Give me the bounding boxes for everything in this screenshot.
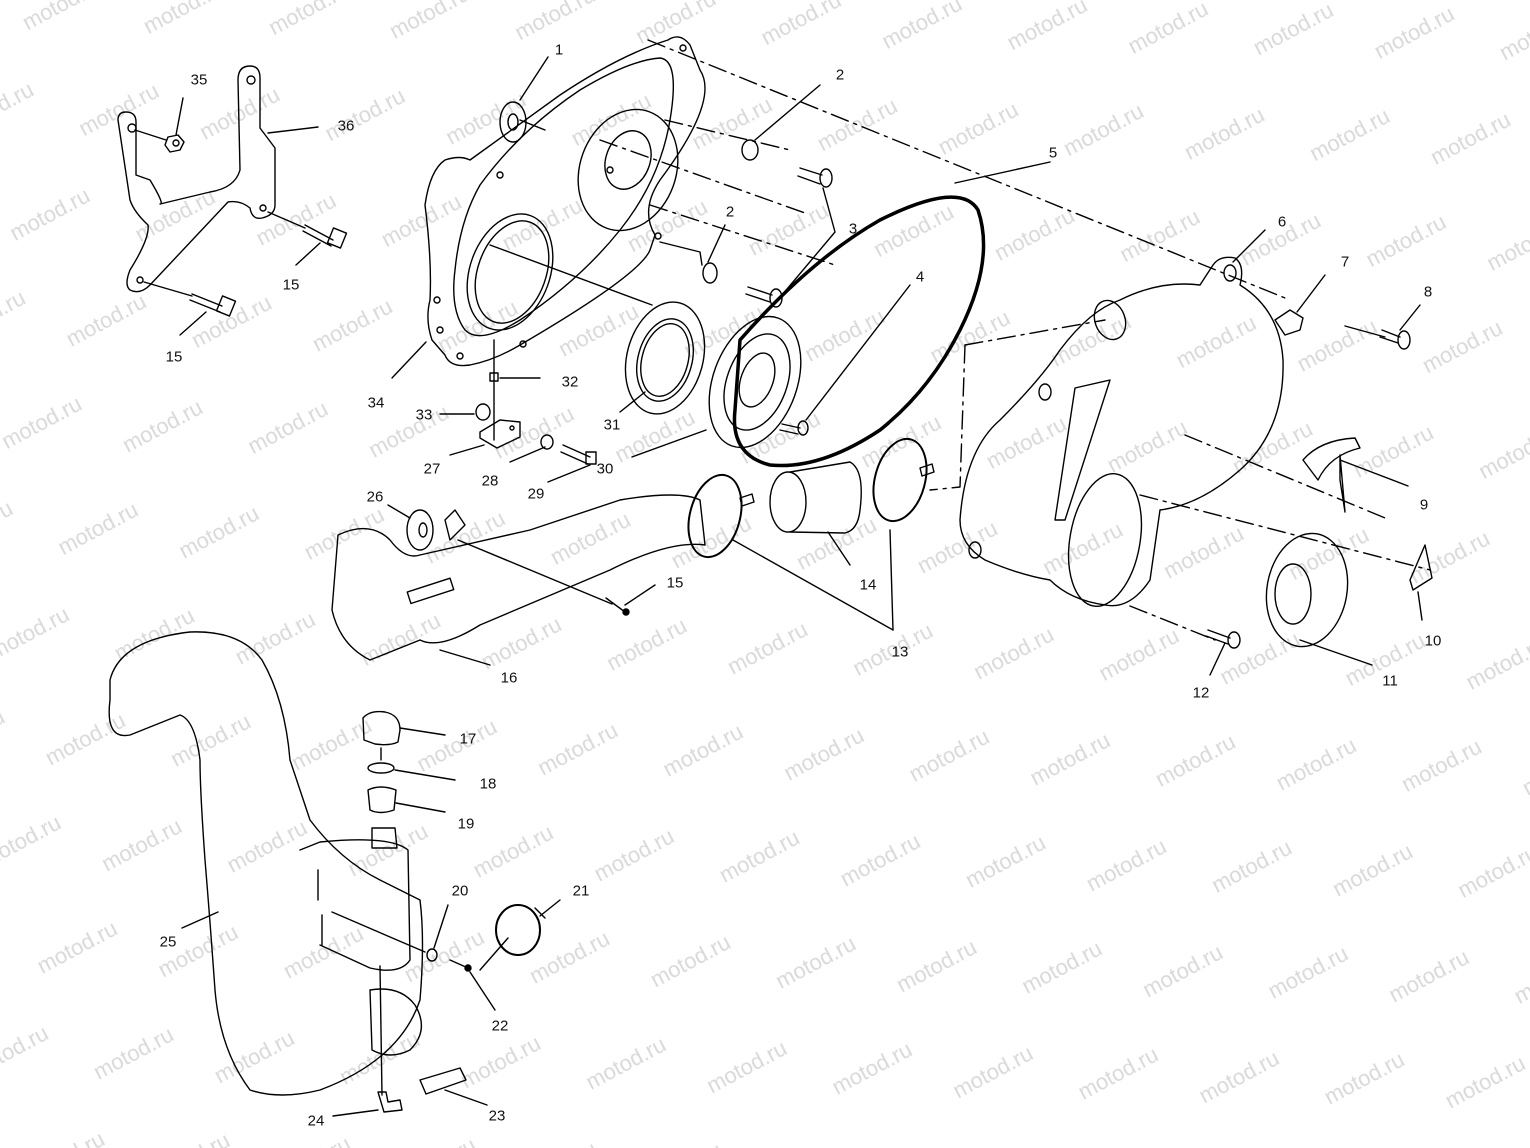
- washer-2b: [659, 224, 726, 284]
- callout-19: 19: [457, 815, 475, 833]
- clamp-21: [479, 899, 561, 971]
- callout-28: 28: [481, 472, 499, 490]
- callout-25: 25: [159, 933, 177, 951]
- callout-12: 12: [1192, 684, 1210, 702]
- elbow-24: [332, 1091, 403, 1117]
- coupler-14: [769, 461, 862, 566]
- screw-22: [449, 959, 496, 1011]
- decal-9: [1302, 437, 1409, 513]
- washer-20: [331, 904, 449, 962]
- callout-18: 18: [479, 775, 497, 793]
- strainer-19: [367, 786, 446, 814]
- callout-31: 31: [603, 416, 621, 434]
- outer-clutch-cover-6: [959, 229, 1284, 607]
- callout-1: 1: [554, 41, 564, 59]
- callout-22: 22: [491, 1017, 509, 1035]
- oil-tank-25: [108, 631, 424, 1096]
- inner-clutch-cover-34: [391, 36, 706, 379]
- nut-35: [134, 97, 185, 153]
- clip-7: [1274, 274, 1326, 336]
- washer-26: [387, 504, 434, 551]
- bolt-4: [779, 284, 911, 436]
- seal-plate-30: [631, 315, 802, 458]
- callout-24: 24: [307, 1112, 325, 1130]
- callout-36: 36: [337, 117, 355, 135]
- callout-29: 29: [527, 485, 545, 503]
- callout-3: 3: [848, 220, 858, 238]
- o-ring-18: [367, 747, 456, 781]
- clamps-13: [687, 437, 935, 631]
- callout-34: 34: [367, 394, 385, 412]
- bolt-15a: [267, 211, 348, 266]
- callout-11: 11: [1382, 672, 1398, 690]
- intake-duct-16: [331, 494, 706, 666]
- callout-32: 32: [561, 373, 579, 391]
- decal-10: [1409, 544, 1433, 621]
- callout-16: 16: [500, 669, 518, 687]
- belt-5: [732, 161, 1051, 468]
- callout-35: 35: [190, 71, 208, 89]
- ring-11: [1265, 532, 1373, 666]
- callout-9: 9: [1419, 496, 1429, 514]
- hose-23: [419, 1067, 488, 1106]
- bolt-15b: [143, 281, 237, 336]
- callout-8: 8: [1423, 283, 1433, 301]
- callout-14: 14: [859, 576, 877, 594]
- small-hardware: [439, 339, 597, 483]
- screw-8: [1344, 304, 1421, 350]
- screw-12: [1205, 629, 1241, 676]
- screw-15c: [457, 539, 656, 616]
- callout-13: 13: [891, 643, 909, 661]
- callout-7: 7: [1340, 253, 1350, 271]
- cap-17: [362, 710, 446, 746]
- callout-20: 20: [451, 882, 469, 900]
- callout-15: 15: [666, 574, 684, 592]
- washer-1: [499, 56, 549, 143]
- mounting-bracket-36: [117, 65, 276, 293]
- callout-30: 30: [596, 460, 614, 478]
- callout-26: 26: [366, 488, 384, 506]
- bolt-3: [745, 167, 836, 308]
- callout-2: 2: [835, 66, 845, 84]
- callout-2: 2: [725, 203, 735, 221]
- callout-23: 23: [488, 1107, 506, 1125]
- callout-15: 15: [282, 276, 300, 294]
- callout-33: 33: [415, 406, 433, 424]
- callout-10: 10: [1424, 632, 1442, 650]
- callout-15: 15: [165, 348, 183, 366]
- callout-21: 21: [572, 882, 590, 900]
- callout-6: 6: [1277, 213, 1287, 231]
- guide-lines: [599, 39, 1431, 641]
- callout-4: 4: [915, 268, 925, 286]
- washer-2a: [741, 84, 821, 161]
- callout-17: 17: [459, 730, 477, 748]
- seal-31: [489, 244, 706, 415]
- callout-27: 27: [423, 460, 441, 478]
- callout-5: 5: [1048, 144, 1058, 162]
